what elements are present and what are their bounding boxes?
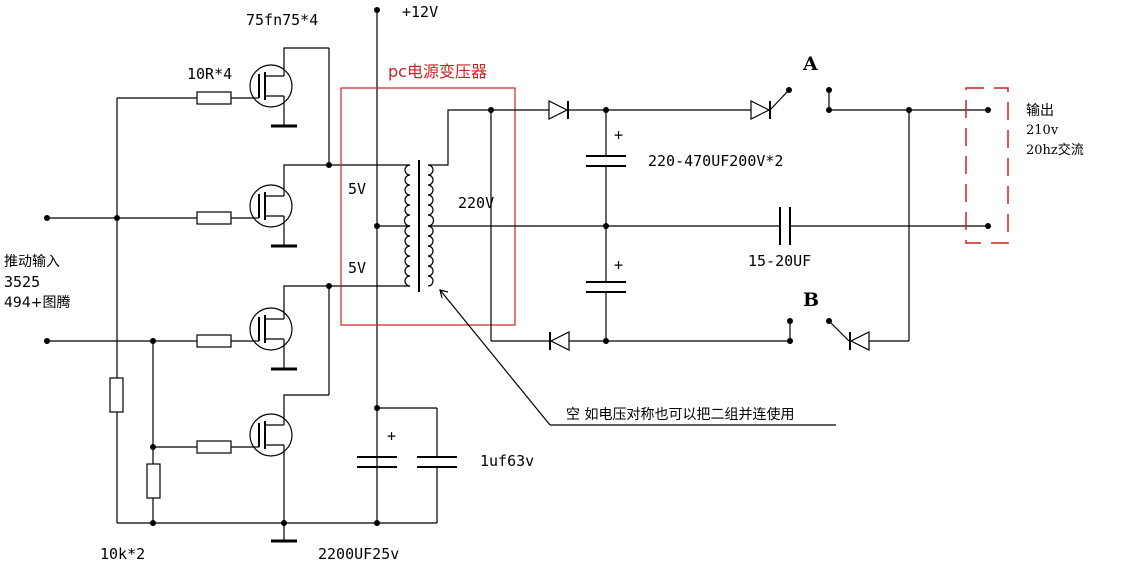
cap-bottom-plus: + — [614, 256, 623, 274]
drive-label-1: 推动输入 — [4, 254, 60, 270]
point-a-label: A — [802, 53, 818, 75]
supply-cap-small-label: 1uf63v — [480, 452, 534, 470]
cap-top-plus: + — [614, 126, 623, 144]
pulldown-resistor-1 — [109, 377, 124, 413]
primary-top-label: 5V — [348, 180, 366, 198]
gate-resistors — [196, 91, 250, 454]
primary-bottom-label: 5V — [348, 259, 366, 277]
vcc-label: +12V — [402, 3, 438, 21]
output-label-2: 210v — [1026, 123, 1059, 138]
mosfet-q1 — [249, 47, 329, 128]
output-label-3: 20hz交流 — [1026, 142, 1084, 158]
note-label: 空 如电压对称也可以把二组并连使用 — [566, 406, 794, 423]
mosfet-q2 — [249, 164, 329, 248]
supply-cap-plus: + — [387, 427, 396, 445]
drive-label-3: 494+图腾 — [4, 294, 70, 311]
rectifier — [488, 100, 988, 351]
mosfet-model-label: 75fn75*4 — [246, 11, 318, 29]
input-network — [44, 97, 437, 543]
point-b-label: B — [803, 289, 819, 311]
mosfet-q4 — [249, 394, 329, 523]
transformer-title: pc电源变压器 — [388, 62, 487, 81]
supply-caps — [357, 407, 457, 523]
mosfet-q3 — [249, 285, 329, 371]
diode-top — [548, 100, 569, 120]
supply-rail — [374, 7, 380, 526]
output-terminals — [965, 87, 1009, 244]
switch-b — [787, 110, 910, 351]
transformer-outline — [340, 87, 516, 326]
pulldown-resistor-label: 10k*2 — [100, 545, 145, 563]
gate-resistor-label: 10R*4 — [187, 65, 232, 83]
transformer — [340, 87, 606, 326]
drain-wires — [326, 48, 410, 395]
series-cap-label: 15-20UF — [748, 252, 811, 270]
switch-a — [750, 87, 988, 120]
cap-rating-label: 220-470UF200V*2 — [648, 152, 783, 170]
pulldown-resistor-2 — [146, 463, 161, 499]
drive-label-2: 3525 — [4, 273, 40, 291]
note-leader — [439, 289, 836, 426]
secondary-label: 220V — [458, 194, 494, 212]
supply-cap-big-label: 2200UF25v — [318, 545, 399, 563]
diode-bottom — [549, 331, 570, 351]
output-label-1: 输出 — [1026, 103, 1054, 119]
